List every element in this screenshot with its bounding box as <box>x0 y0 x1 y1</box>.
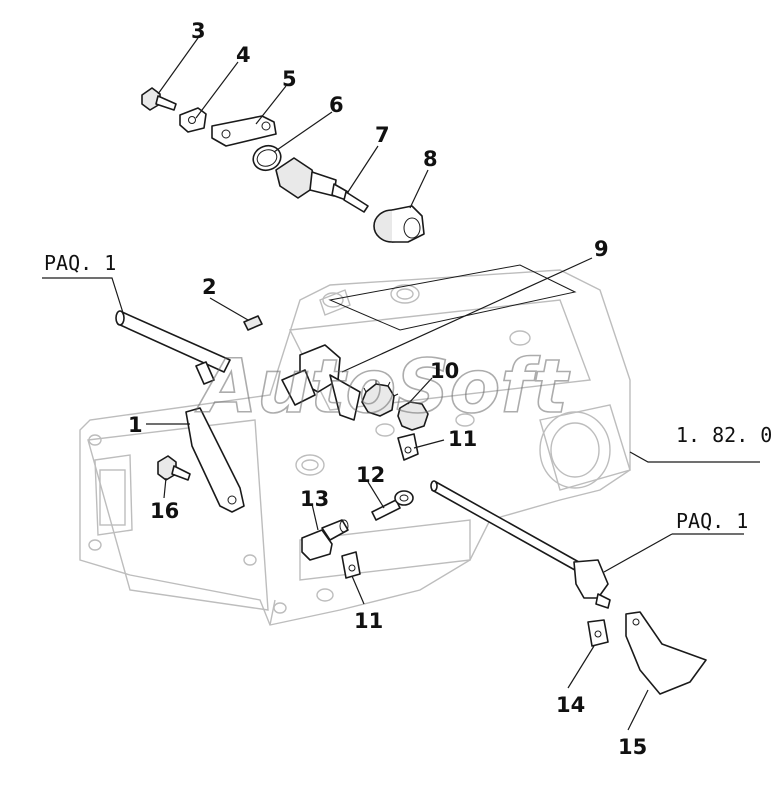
callout-13: 13 <box>300 487 329 511</box>
callout-8: 8 <box>423 147 438 171</box>
part-9-sheet <box>328 264 577 331</box>
ref-section: 1. 82. 0 <box>676 423 772 447</box>
callout-2: 2 <box>202 275 217 299</box>
callout-7: 7 <box>375 123 390 147</box>
part-8-bushing <box>373 205 425 243</box>
part-3-bolt <box>141 87 177 111</box>
part-7-shaft <box>275 157 369 213</box>
callout-10: 10 <box>430 359 459 383</box>
ref-paq-top-left: PAQ. 1 <box>44 251 116 275</box>
watermark: AutoSoft <box>195 344 570 430</box>
part-16-bolt <box>157 455 191 481</box>
reference-labels: PAQ. 1 PAQ. 1 1. 82. 0 <box>44 251 772 533</box>
part-1-lever <box>185 407 245 513</box>
part-12-eye-bolt <box>371 490 414 521</box>
part-11-clip-lower <box>341 551 361 579</box>
part-cam-lever <box>281 344 361 421</box>
part-14-clip <box>587 619 609 647</box>
part-10-gear <box>361 380 429 431</box>
callout-11-lower: 11 <box>354 609 383 633</box>
callout-4: 4 <box>236 43 251 67</box>
rod-upper <box>115 310 231 385</box>
callout-3: 3 <box>191 19 206 43</box>
callout-5: 5 <box>282 67 297 91</box>
part-2-set-screw <box>243 315 263 331</box>
part-11-clip-upper <box>397 433 419 461</box>
callout-14: 14 <box>556 693 585 717</box>
callout-12: 12 <box>356 463 385 487</box>
part-15-plate <box>625 611 707 695</box>
part-13-clevis <box>301 519 349 561</box>
callout-1: 1 <box>128 413 143 437</box>
callout-9: 9 <box>594 237 609 261</box>
callout-6: 6 <box>329 93 344 117</box>
ref-paq-right: PAQ. 1 <box>676 509 748 533</box>
part-5-bracket <box>211 115 277 147</box>
part-6-o-ring <box>252 144 282 172</box>
part-4-lock-plate <box>179 107 207 133</box>
rod-right <box>430 480 611 609</box>
callout-11-upper: 11 <box>448 427 477 451</box>
leader-lines <box>42 37 760 731</box>
callouts: 3 4 5 6 7 8 9 2 10 11 1 12 13 16 11 14 1… <box>128 19 647 759</box>
callout-16: 16 <box>150 499 179 523</box>
callout-15: 15 <box>618 735 647 759</box>
